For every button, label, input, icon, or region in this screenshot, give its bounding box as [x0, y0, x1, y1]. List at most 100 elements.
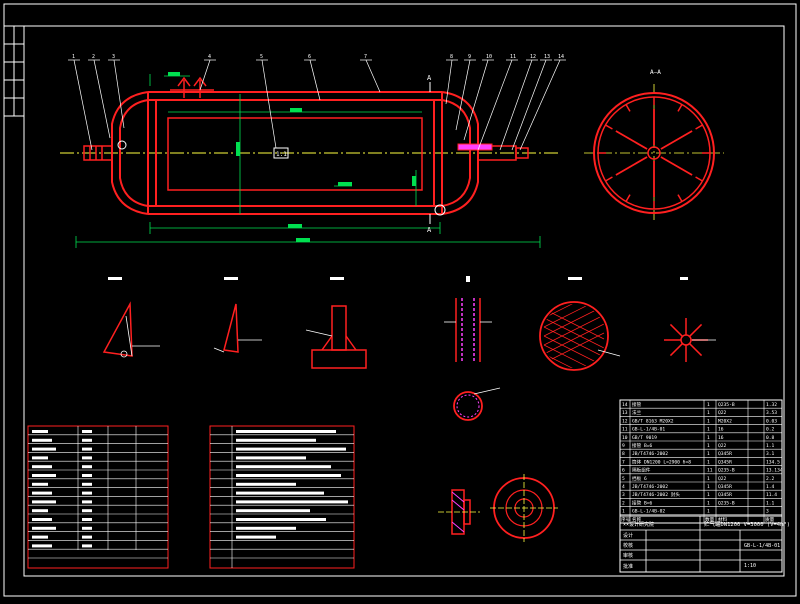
detail-weld-2	[213, 303, 262, 353]
parts-cell-no: 11	[622, 427, 628, 433]
parts-row: 7 筒体 DN1200 L=2900 δ=8 1 Q345R 134.5	[622, 458, 780, 465]
svg-text:A: A	[427, 226, 432, 234]
parts-cell-no: 2	[622, 500, 625, 506]
parts-cell-name: GB/T 8163 M20X2	[632, 418, 674, 424]
parts-cell-mass: 3.1	[766, 451, 775, 457]
parts-cell-mass: 0.03	[766, 418, 777, 424]
parts-header-mass: 质量	[765, 516, 775, 523]
parts-cell-name: 法兰	[632, 409, 642, 416]
svg-text:A: A	[427, 74, 432, 82]
rib-6	[605, 176, 613, 182]
parts-header-no: 序号	[621, 516, 631, 523]
parts-cell-mass: 134.5	[766, 459, 780, 465]
design-data-table-lines	[28, 426, 168, 559]
parts-cell-mat: M20X2	[718, 418, 732, 424]
balloon-10: 10	[486, 54, 492, 60]
parts-cell-mass: 0.2	[766, 427, 775, 433]
parts-cell-qty: 1	[707, 500, 710, 506]
parts-cell-mass: 13.134	[766, 468, 783, 474]
leader-line-3	[113, 59, 125, 129]
detail-pipe-section	[444, 298, 492, 362]
parts-cell-mat: 16	[718, 427, 724, 433]
parts-cell-qty: 1	[707, 492, 710, 498]
detail-weld-3	[305, 305, 367, 369]
balloon-11: 11	[510, 54, 516, 60]
title-block: 贮气罐DN1200 V=3000 (V=4m³) ××设计研究院 GB-L-1/…	[619, 515, 790, 573]
parts-cell-mat: Q235-B	[718, 402, 735, 408]
parts-cell-no: 6	[622, 468, 625, 474]
balloon-8: 8	[450, 54, 453, 60]
title-row-approve: 批准	[623, 563, 633, 570]
rib-11	[677, 104, 683, 112]
leader-line-5	[261, 59, 277, 149]
parts-cell-qty: 1	[707, 427, 710, 433]
parts-cell-qty: 1	[707, 402, 710, 408]
parts-cell-no: 5	[622, 476, 625, 482]
parts-cell-no: 14	[622, 402, 628, 408]
parts-cell-no: 1	[622, 509, 625, 515]
rib-8	[605, 124, 613, 130]
rib-2	[695, 176, 703, 182]
parts-cell-mass: 3	[766, 509, 769, 515]
vessel-elevation-view: 1:1 A	[60, 54, 566, 248]
parts-cell-qty: 1	[707, 410, 710, 416]
hub-spoke-8	[689, 323, 703, 337]
parts-cell-mat: Q22	[718, 410, 727, 416]
rib-12	[695, 124, 703, 130]
parts-cell-qty: 1	[707, 435, 710, 441]
leader-line-2	[93, 59, 111, 139]
hub-spoke-2	[689, 343, 703, 357]
parts-cell-mat: Q345R	[718, 459, 732, 465]
parts-cell-name: 筒体 DN1200 L=2900 δ=8	[632, 458, 691, 465]
parts-cell-name: GB/T 9019	[632, 435, 657, 441]
leader-line-13	[511, 59, 547, 151]
balloon-7: 7	[364, 54, 367, 60]
parts-cell-no: 8	[622, 451, 625, 457]
center-box-label: 1:1	[276, 151, 287, 158]
parts-cell-qty: 1	[707, 418, 710, 424]
balloon-3: 3	[112, 54, 115, 60]
leader-line-4	[199, 59, 211, 91]
leader-line-1	[73, 59, 93, 151]
spoke-4	[615, 130, 648, 150]
parts-cell-no: 7	[622, 459, 625, 465]
detail-flange-front	[490, 474, 558, 542]
detail-spoke-hub	[664, 318, 716, 362]
parts-cell-mat: 16	[718, 435, 724, 441]
parts-cell-qty: 11	[707, 468, 713, 474]
balloon-13: 13	[544, 54, 550, 60]
section-view-label: A—A	[650, 69, 661, 76]
parts-cell-mat: Q22	[718, 443, 727, 449]
parts-cell-qty: 1	[707, 459, 710, 465]
parts-cell-name: 挡板 6	[632, 475, 647, 482]
parts-cell-qty: 1	[707, 476, 710, 482]
parts-cell-name: 接管 B=6	[632, 442, 652, 449]
parts-cell-mass: 1.32	[766, 402, 777, 408]
parts-cell-qty: 1	[707, 484, 710, 490]
leader-line-7	[365, 59, 381, 93]
parts-cell-mass: 0.8	[766, 435, 775, 441]
parts-cell-name: GB-L-1/4B-01	[632, 427, 665, 433]
parts-cell-name: GB-L-1/4B-02	[632, 509, 665, 515]
parts-row: 11 GB-L-1/4B-01 1 16 0.2	[622, 427, 775, 433]
technical-requirements-table	[209, 425, 355, 569]
parts-cell-no: 10	[622, 435, 628, 441]
title-drawing-name: 贮气罐DN1200 V=3000 (V=4m³)	[704, 520, 790, 528]
parts-cell-name: 接管 B=6	[632, 499, 652, 506]
rib-5	[625, 194, 631, 202]
parts-cell-no: 3	[622, 492, 625, 498]
drawing-frame	[3, 3, 797, 597]
parts-cell-no: 4	[622, 484, 625, 490]
parts-cell-mass: 11.4	[766, 492, 777, 498]
balloon-6: 6	[308, 54, 311, 60]
